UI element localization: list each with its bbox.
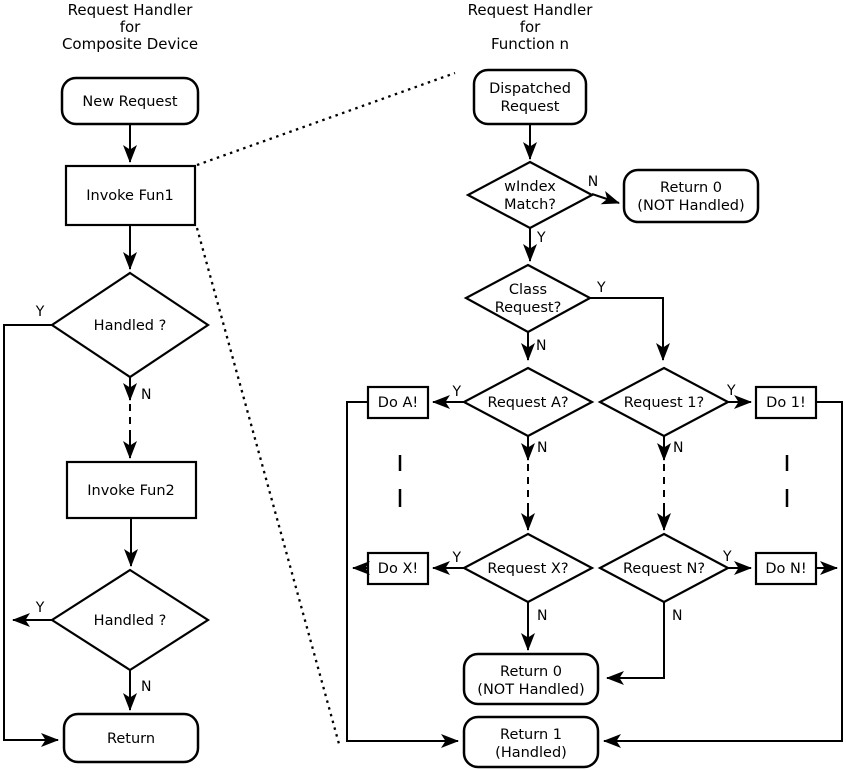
label-request-x-no: N — [537, 608, 547, 624]
node-return1 — [462, 715, 600, 769]
node-windex-match-line1: wIndex — [504, 179, 556, 195]
callout-dotted-line-top — [196, 71, 456, 167]
node-return0-bottom — [462, 652, 600, 706]
node-request-a-label: Request A? — [487, 395, 568, 411]
node-windex-match-diamond — [465, 160, 595, 230]
label-request-n-no: N — [672, 608, 682, 624]
label-request-1-yes: Y — [726, 383, 736, 399]
node-request-1-label: Request 1? — [624, 395, 704, 411]
node-windex-match-line2: Match? — [504, 197, 556, 213]
edge-windex-no-to-return0 — [591, 190, 620, 205]
node-return0-bottom-line1: Return 0 — [500, 664, 562, 680]
label-request-n-yes: Y — [722, 549, 732, 565]
left-title-line2: for — [120, 18, 141, 36]
node-return0-top — [622, 168, 760, 224]
node-do-n-label: Do N! — [765, 561, 806, 577]
label-handled2-yes: Y — [35, 600, 45, 616]
node-return1-line2: (Handled) — [495, 745, 567, 761]
right-title-line1: Request Handler — [468, 1, 594, 19]
label-class-no: N — [536, 338, 546, 354]
node-return0-top-line2: (NOT Handled) — [637, 198, 744, 214]
node-invoke-fun1-label: Invoke Fun1 — [86, 188, 173, 204]
label-windex-yes: Y — [536, 230, 546, 246]
right-title: Request Handler for Function n — [468, 1, 594, 53]
node-new-request-label: New Request — [82, 94, 177, 110]
node-return-left-label: Return — [107, 731, 155, 747]
node-dispatched-request-line1: Dispatched — [489, 81, 571, 97]
label-handled1-yes: Y — [35, 304, 45, 320]
node-do-a-label: Do A! — [378, 395, 418, 411]
edge-class-yes-to-request1 — [590, 297, 670, 361]
node-do-1-label: Do 1! — [766, 395, 806, 411]
node-class-request-line2: Request? — [495, 300, 562, 316]
node-handled1-label: Handled ? — [94, 318, 167, 334]
left-title-line3: Composite Device — [62, 35, 198, 53]
label-handled2-no: N — [141, 679, 151, 695]
label-request-a-yes: Y — [451, 384, 461, 400]
node-return-left — [62, 712, 200, 764]
node-return1-line1: Return 1 — [500, 727, 562, 743]
zoom-callout-lines — [195, 71, 456, 745]
node-return0-bottom-line2: (NOT Handled) — [477, 682, 584, 698]
left-title-line1: Request Handler — [68, 1, 194, 19]
label-class-yes: Y — [596, 280, 606, 296]
edge-do-a-rail-to-return1 — [346, 401, 459, 748]
node-invoke-fun2-label: Invoke Fun2 — [87, 483, 174, 499]
node-return0-top-line1: Return 0 — [660, 180, 722, 196]
edge-do-1-rail-to-return1 — [603, 401, 843, 748]
right-flowchart: Request Handler for Function n Dispatche… — [346, 1, 843, 769]
left-flowchart: Request Handler for Composite Device New… — [3, 1, 211, 764]
callout-dotted-line-bottom — [195, 227, 341, 745]
node-dispatched-request — [472, 68, 588, 126]
right-title-line3: Function n — [491, 35, 569, 53]
node-class-request-line1: Class — [509, 282, 547, 298]
left-title: Request Handler for Composite Device — [62, 1, 198, 53]
right-title-line2: for — [520, 18, 541, 36]
node-do-x-label: Do X! — [378, 561, 418, 577]
edge-handled1-yes-to-return — [3, 324, 59, 747]
node-class-request-diamond — [463, 263, 593, 334]
node-request-x-label: Request X? — [487, 561, 568, 577]
label-windex-no: N — [588, 174, 598, 190]
label-request-1-no: N — [673, 440, 683, 456]
label-request-x-yes: Y — [451, 550, 461, 566]
node-handled2-label: Handled ? — [94, 613, 167, 629]
label-request-a-no: N — [537, 440, 547, 456]
edge-request-n-no-to-return0 — [606, 602, 665, 685]
label-handled1-no: N — [141, 387, 151, 403]
node-dispatched-request-line2: Request — [501, 99, 560, 115]
node-request-n-label: Request N? — [623, 561, 705, 577]
